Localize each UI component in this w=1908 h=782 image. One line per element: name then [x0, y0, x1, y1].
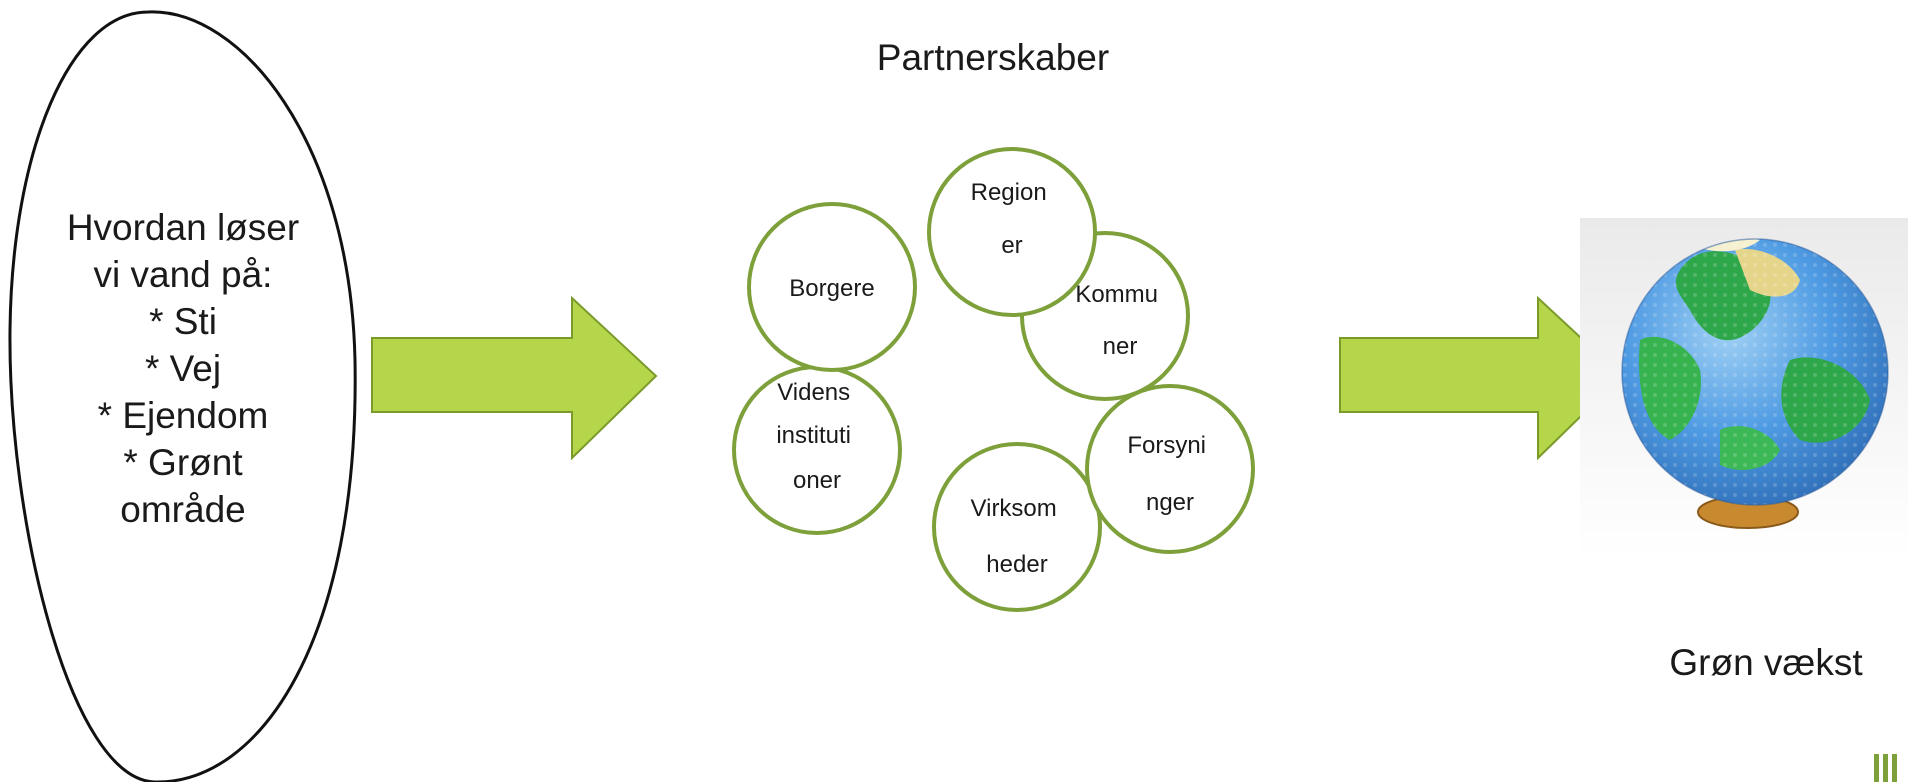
question-line: vi vand på: — [94, 254, 273, 295]
corner-logo-mark — [1874, 754, 1897, 782]
question-bubble: Hvordan løser vi vand på: * Sti * Vej * Ejen… — [8, 10, 357, 782]
arrow-question-to-partners — [371, 295, 658, 461]
question-line: Hvordan løser — [67, 207, 299, 248]
result-label: Grøn vækst — [1669, 642, 1863, 683]
partnerships-title: Partnerskaber — [877, 37, 1109, 78]
partnerships-cluster: Partnerskaber Videns instituti oner Virk… — [732, 37, 1255, 612]
globe-image — [1580, 218, 1908, 558]
circle-borgere: Borgere — [747, 202, 917, 372]
circle-label: Videns instituti oner — [776, 379, 857, 494]
question-line: * Grønt — [123, 442, 243, 483]
circle-virksomheder: Virksom heder — [932, 442, 1102, 612]
circle-label: Virksom heder — [971, 495, 1064, 578]
circle-label: Forsyni nger — [1127, 432, 1212, 516]
circle-label: Region er — [971, 179, 1054, 259]
question-text: Hvordan løser vi vand på: * Sti * Vej * Ejen… — [67, 207, 299, 530]
question-line: område — [120, 489, 245, 530]
circle-regioner: Region er — [927, 147, 1097, 317]
circle-videns-institutioner: Videns instituti oner — [732, 365, 902, 535]
arrow-shape — [371, 295, 658, 461]
globe-continents — [1622, 239, 1888, 505]
circle-forsyninger: Forsyni nger — [1085, 384, 1255, 554]
question-line: * Sti — [149, 301, 217, 342]
question-ellipse-outline — [8, 10, 357, 782]
circle-label: Borgere — [789, 275, 874, 302]
question-line: * Vej — [145, 348, 221, 389]
arrow-shape — [1339, 295, 1624, 461]
circle-label: Kommu ner — [1075, 281, 1164, 360]
question-line: * Ejendom — [98, 395, 269, 436]
arrow-partners-to-growth — [1339, 295, 1624, 461]
